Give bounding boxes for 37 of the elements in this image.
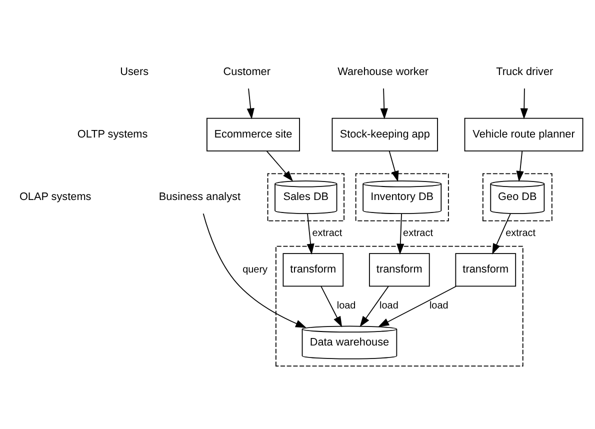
label: OLTP systems [77,128,148,140]
label: OLAP systems [19,191,92,204]
node-text: Truck driver [496,66,554,78]
node-box: transform [282,253,344,287]
arrow [378,286,456,327]
cluster [355,173,449,222]
node-box: transform [455,253,516,287]
edge-label: extract [506,228,536,240]
arrow [360,286,389,328]
arrow [388,150,399,182]
node-box: Stock-keeping app [332,118,438,152]
cluster [482,173,552,222]
arrow [520,88,528,120]
arrow [492,213,511,255]
arrow [396,213,404,255]
arrow [266,150,294,182]
edge-label: load [380,300,398,312]
node-text: Warehouse worker [338,66,428,78]
arrow [380,88,388,120]
arrow [246,88,254,120]
node-box: Ecommerce site [206,118,300,152]
node-box: transform [369,253,430,287]
edge-label: load [429,300,448,312]
edge-label: load [336,300,356,312]
arrow [306,213,314,255]
node-text: Business analyst [158,191,240,204]
edge-label: extract [403,228,433,240]
arrow [202,213,307,328]
edge-label: query [242,264,268,276]
edge-label: extract [312,228,342,240]
arrow [320,286,342,328]
cluster [267,173,344,222]
node-text: Customer [223,66,270,78]
node-box: Vehicle route planner [464,118,584,152]
arrow [516,150,524,182]
label: Users [120,66,149,78]
cluster [275,246,524,367]
